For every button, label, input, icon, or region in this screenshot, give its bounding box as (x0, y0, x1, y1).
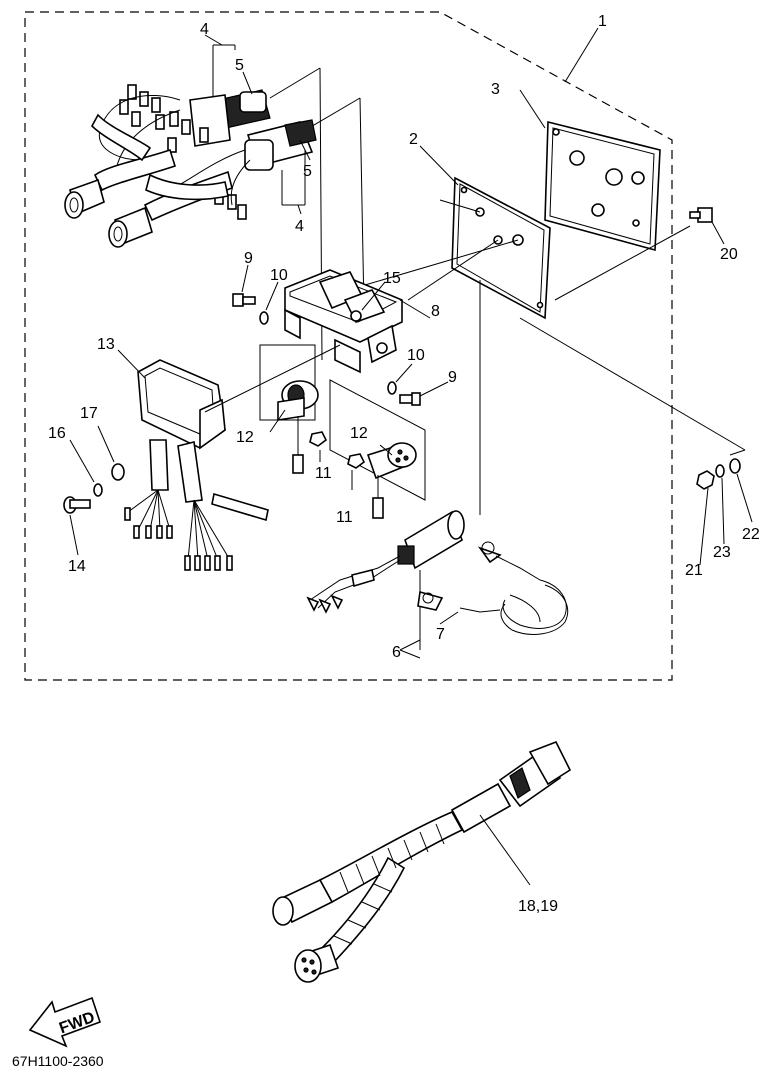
washer-16 (69, 439, 103, 497)
lanyard-7 (417, 541, 569, 635)
label-part-7: 7 (436, 626, 445, 643)
label-part-17: 17 (80, 405, 98, 422)
label-part-10-lower: 10 (407, 347, 425, 364)
label-part-23: 23 (713, 544, 731, 561)
bolt-20 (689, 207, 725, 245)
label-part-22: 22 (742, 526, 760, 543)
label-part-3: 3 (491, 81, 500, 98)
screw-14 (63, 496, 91, 556)
label-part-4-upper: 4 (200, 21, 209, 38)
label-part-4-lower: 4 (295, 218, 304, 235)
switch-panel-bracket-8 (284, 269, 431, 374)
label-part-18-19: 18,19 (518, 898, 558, 915)
stop-switch-6 (306, 510, 465, 659)
gasket-plate-2 (419, 145, 551, 320)
screw-9-lower (399, 381, 449, 406)
label-part-20: 20 (720, 246, 738, 263)
label-part-9-upper: 9 (244, 250, 253, 267)
nut-11-left (309, 431, 328, 462)
lamp-12-right (329, 379, 426, 519)
label-part-21: 21 (685, 562, 703, 579)
washer-23 (715, 464, 725, 545)
label-part-11-right: 11 (336, 509, 353, 526)
nut-11-right (347, 453, 366, 490)
label-part-8: 8 (431, 303, 440, 320)
label-part-2: 2 (409, 131, 418, 148)
diagram-code: 67H1100-2360 (12, 1053, 104, 1069)
washer-10-upper (259, 281, 279, 325)
nut-21 (696, 470, 715, 566)
extension-harness-18-19 (272, 740, 572, 983)
label-part-6: 6 (392, 644, 401, 661)
label-part-1: 1 (598, 13, 607, 30)
label-part-15: 15 (383, 270, 401, 287)
mounting-plate-3 (519, 89, 661, 252)
leader-1 (564, 27, 599, 83)
alignment-lines (267, 67, 746, 515)
switch-harness-4-5 (64, 34, 317, 248)
label-part-12-left: 12 (236, 429, 254, 446)
label-part-5-upper: 5 (235, 57, 244, 74)
screw-9-upper (232, 264, 256, 307)
label-part-14: 14 (68, 558, 86, 575)
washer-22 (729, 458, 753, 523)
washer-10-lower (387, 363, 413, 395)
lamp-12-left (259, 344, 319, 474)
label-part-11-left: 11 (315, 465, 332, 482)
label-part-16: 16 (48, 425, 66, 442)
label-part-12-right: 12 (350, 425, 368, 442)
label-part-10-upper: 10 (270, 267, 288, 284)
label-part-5-lower: 5 (303, 163, 312, 180)
assembly-boundary (24, 11, 673, 681)
label-part-9-lower: 9 (448, 369, 457, 386)
label-part-13: 13 (97, 336, 115, 353)
forward-arrow-icon: FWD (28, 996, 102, 1048)
washer-17 (97, 425, 125, 481)
switch-box-13 (117, 344, 341, 571)
